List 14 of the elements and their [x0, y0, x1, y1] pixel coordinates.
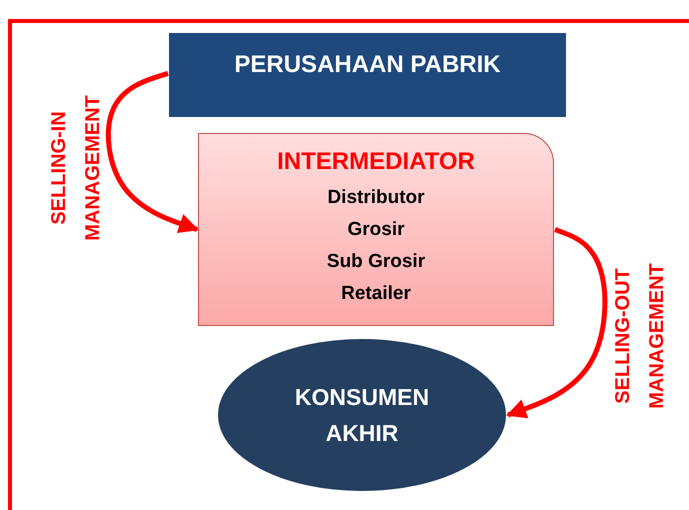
process-box: [169, 33, 566, 117]
list-item: Grosir: [347, 218, 405, 242]
node-title: INTERMEDIATOR: [277, 148, 475, 176]
node-title: KONSUMEN AKHIR: [294, 383, 430, 448]
curved-arrow: [106, 70, 199, 234]
node-title: PERUSAHAAN PABRIK: [234, 51, 501, 79]
list-item: Retailer: [341, 282, 411, 306]
list-item: Distributor: [327, 186, 425, 210]
edge-label: SELLING-IN MANAGEMENT: [47, 94, 105, 243]
process-box: [198, 133, 554, 326]
edge-label: SELLING-OUT MANAGEMENT: [611, 262, 669, 411]
ellipse-node: [217, 338, 507, 492]
curved-arrow: [506, 227, 608, 418]
list-item: Sub Grosir: [326, 250, 426, 274]
